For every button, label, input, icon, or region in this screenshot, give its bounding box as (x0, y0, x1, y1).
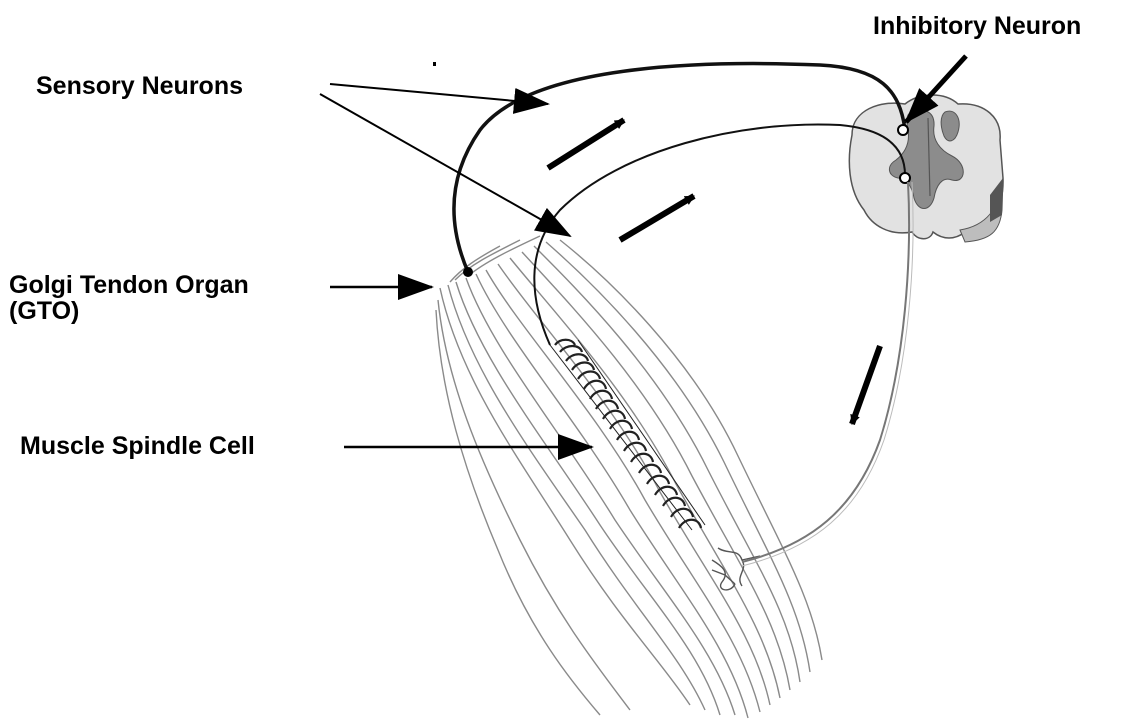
sensory-neurons-label: Sensory Neurons (36, 73, 243, 99)
motor-neuron-inner (742, 182, 913, 566)
direction-arrow-middle (620, 196, 694, 240)
sensory-neuron-gto (454, 64, 905, 272)
direction-arrow-upper (548, 120, 624, 168)
sensory-pointer-arrow-2 (320, 94, 570, 236)
neuron-cell-body-lower (900, 173, 910, 183)
gto-label: Golgi Tendon Organ (9, 272, 249, 298)
motor-neuron (742, 182, 909, 562)
gto-ending (463, 267, 473, 277)
sensory-pointer-arrow-1 (330, 84, 548, 104)
inhibitory-neuron-label: Inhibitory Neuron (873, 13, 1081, 39)
gto-abbrev-label: (GTO) (9, 298, 79, 324)
muscle-fibers (436, 236, 822, 718)
neuron-cell-body-upper (898, 125, 908, 135)
spinal-cord-right-horn (941, 111, 959, 141)
muscle-spindle (550, 340, 705, 530)
stray-mark (433, 62, 436, 66)
spinal-cord (849, 95, 1003, 242)
muscle-spindle-label: Muscle Spindle Cell (20, 433, 255, 459)
direction-arrow-down (852, 346, 880, 424)
